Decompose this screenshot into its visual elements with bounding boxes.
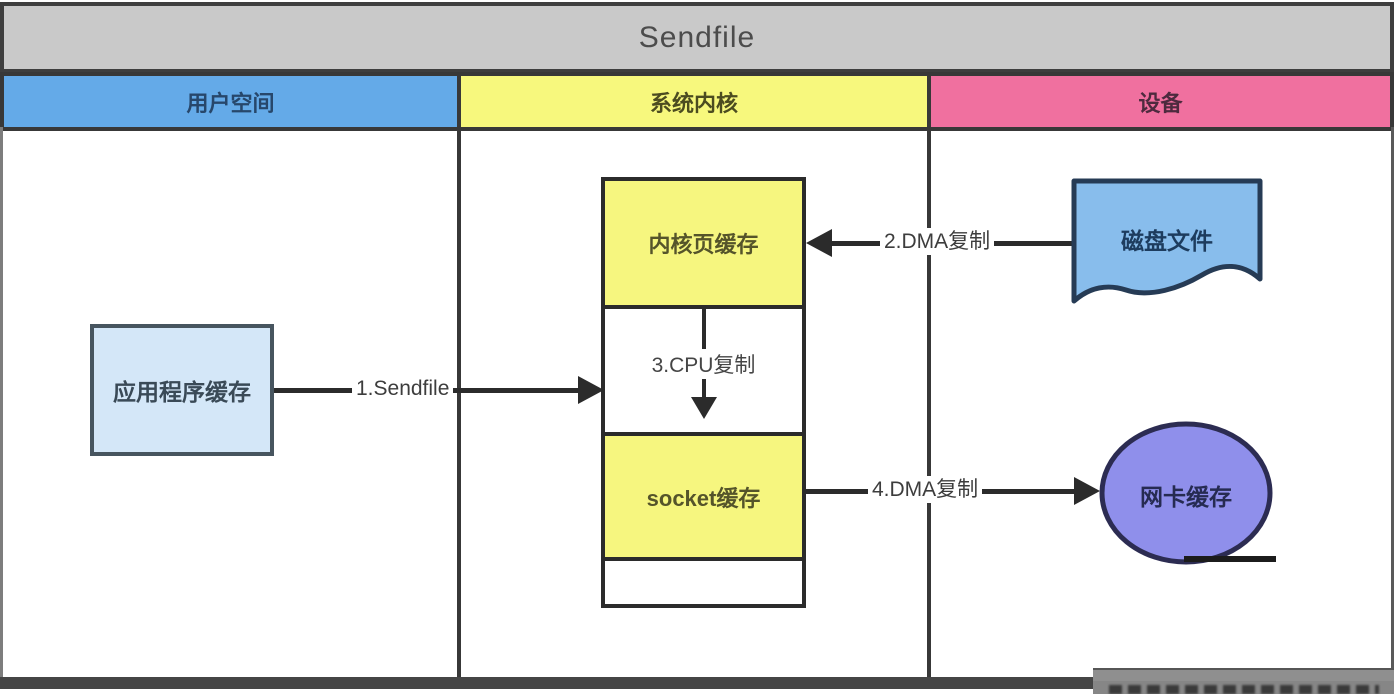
sendfile-arrow-label: 1.Sendfile	[352, 375, 454, 402]
lane-divider-2	[927, 127, 931, 677]
cpu-copy-arrow-label: 3.CPU复制	[648, 349, 759, 379]
node-socket-buffer-label: socket缓存	[646, 485, 761, 511]
lane-divider-1	[457, 127, 461, 677]
watermark-bar-top	[1093, 668, 1394, 681]
cpu-copy-section: 3.CPU复制	[605, 305, 802, 432]
frame-bottom-border	[0, 677, 1394, 689]
node-application-buffer: 应用程序缓存	[90, 324, 274, 456]
lane-header-user-space: 用户空间	[0, 72, 461, 131]
node-nic-buffer-label: 网卡缓存	[1140, 484, 1232, 510]
lane-header-kernel: 系统内核	[457, 72, 931, 131]
node-kernel-page-cache: 内核页缓存	[605, 181, 802, 305]
lane-header-device: 设备	[927, 72, 1394, 131]
frame-left-border	[0, 127, 3, 677]
watermark-illegible-text-marks	[1109, 685, 1379, 694]
dma-copy-out-arrowhead-right-icon	[1074, 477, 1100, 505]
disk-file-document-icon	[1071, 178, 1263, 304]
node-kernel-page-cache-label: 内核页缓存	[648, 232, 759, 257]
cpu-copy-arrowhead-down-icon	[690, 397, 717, 419]
lane-header-device-label: 设备	[1138, 90, 1183, 116]
dma-copy-in-arrow-label: 2.DMA复制	[880, 228, 995, 255]
diagram-title: Sendfile	[638, 20, 756, 54]
sendfile-arrowhead-right-icon	[578, 376, 604, 404]
node-application-buffer-label: 应用程序缓存	[113, 379, 251, 405]
diagram-title-bar: Sendfile	[0, 2, 1394, 73]
lane-header-kernel-label: 系统内核	[649, 90, 738, 116]
node-socket-buffer: socket缓存	[605, 432, 802, 557]
lane-header-user-space-label: 用户空间	[186, 90, 275, 116]
nic-buffer-ellipse-icon	[1099, 421, 1273, 565]
frame-right-border	[1391, 127, 1394, 677]
watermark-bar	[1093, 668, 1394, 694]
kernel-stack-empty-slot	[605, 557, 802, 604]
nic-underline-mark	[1184, 556, 1276, 562]
node-disk-file-label: 磁盘文件	[1121, 228, 1213, 254]
watermark-bar-text-area	[1093, 681, 1394, 694]
dma-copy-out-arrow-label: 4.DMA复制	[868, 476, 983, 503]
kernel-buffer-stack: 内核页缓存 3.CPU复制 socket缓存	[601, 177, 806, 608]
dma-copy-in-arrowhead-left-icon	[806, 229, 832, 257]
